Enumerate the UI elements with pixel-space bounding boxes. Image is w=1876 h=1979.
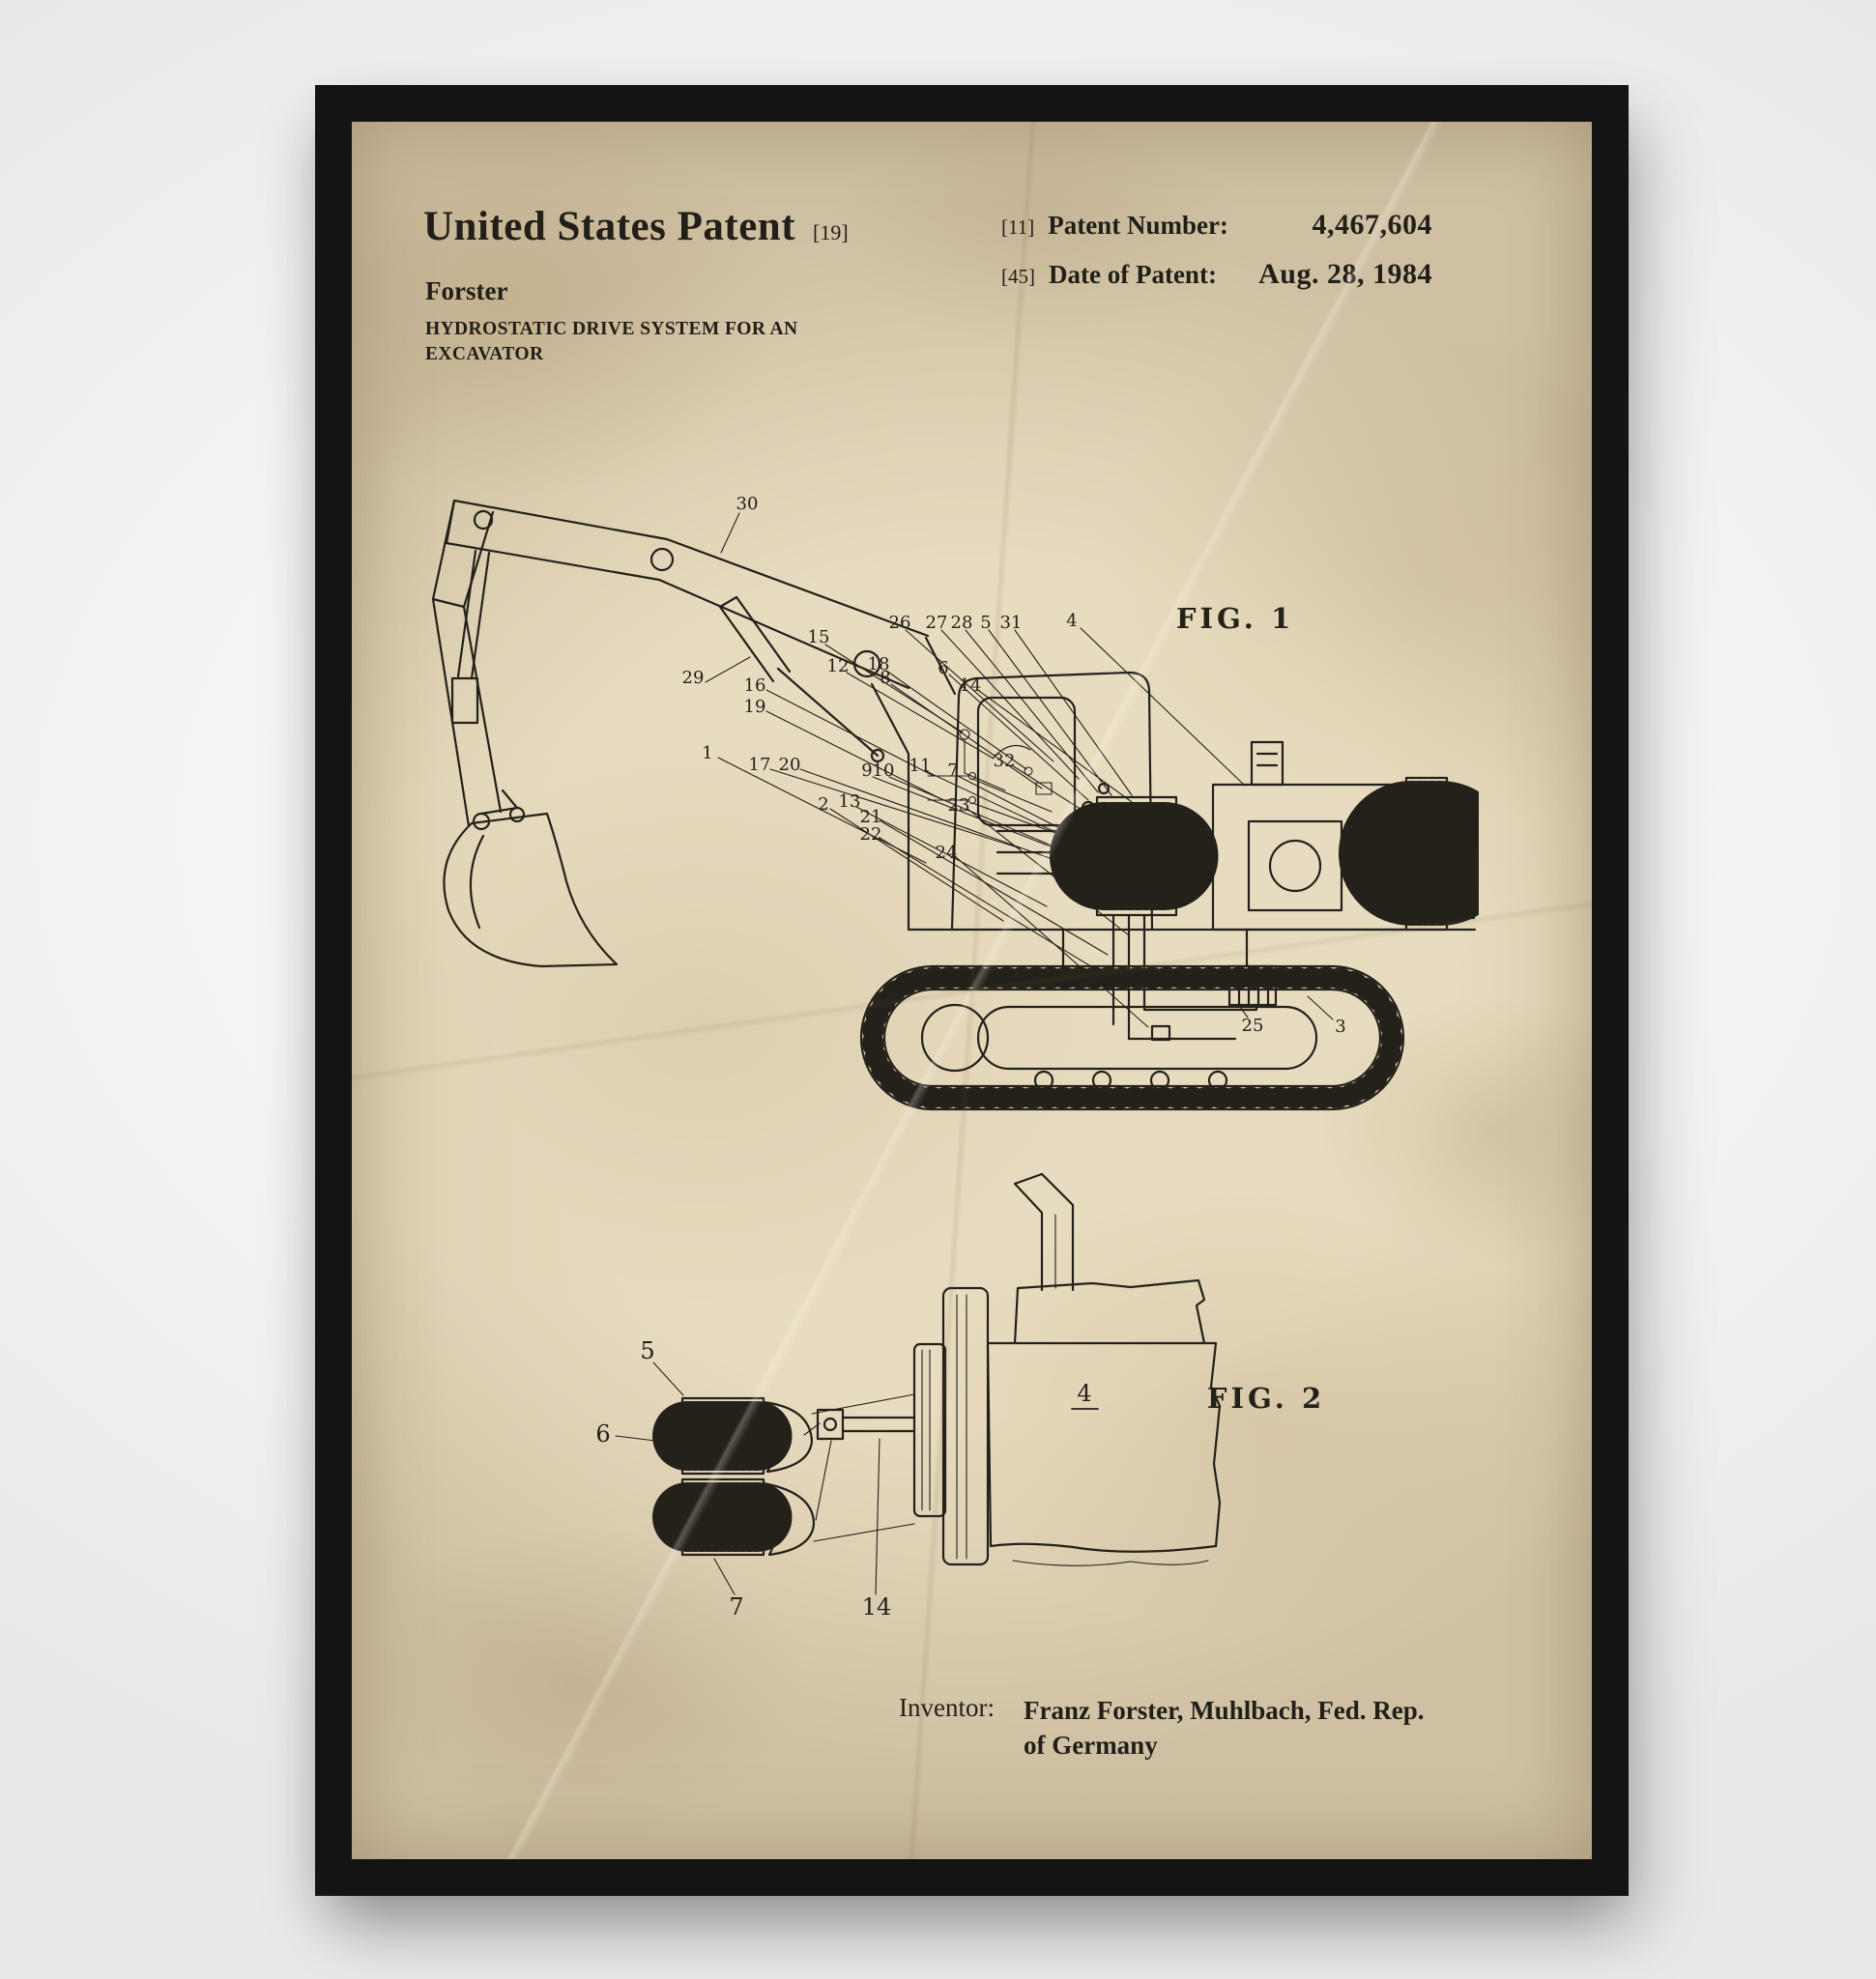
inventor-name: Franz Forster, (1024, 1696, 1183, 1725)
patent-date-code: [45] (1001, 265, 1035, 289)
fig2-part-label: 5 (640, 1337, 654, 1364)
picture-frame: United States Patent [19] Forster [11] P… (315, 85, 1629, 1896)
fig2-outline (682, 1174, 1220, 1564)
fig2-drive-unit-drawing: 5 6 4 7 14 FIG. 2 (590, 1155, 1343, 1648)
fig1-part-label: 12 (827, 656, 850, 676)
fig1-part-label: 15 (808, 627, 830, 647)
fig1-part-label: 10 (873, 760, 895, 781)
fig1-excavator-drawing: 30 29 15 12 18 26 27 28 5 31 4 16 19 8 6… (425, 483, 1479, 1121)
inventor-block: Inventor: Franz Forster, Muhlbach, Fed. … (899, 1693, 1424, 1763)
fig1-part-label: 16 (744, 675, 766, 696)
fig1-part-label: 19 (744, 697, 766, 717)
patent-number-code: [11] (1001, 215, 1034, 240)
fig1-part-label: 32 (994, 751, 1016, 771)
invention-title-line1: HYDROSTATIC DRIVE SYSTEM FOR AN (425, 317, 797, 342)
fig1-part-label: 30 (736, 494, 759, 514)
fig1-part-label: 20 (779, 755, 801, 775)
patent-date-value: Aug. 28, 1984 (1258, 258, 1432, 291)
fig1-part-label: 13 (839, 791, 861, 812)
fig1-part-label: 8 (880, 668, 890, 688)
patent-number-value: 4,467,604 (1313, 209, 1433, 242)
invention-title: HYDROSTATIC DRIVE SYSTEM FOR AN EXCAVATO… (425, 317, 797, 367)
fig1-part-label: 5 (980, 613, 991, 633)
fig1-part-label: 17 (749, 755, 771, 775)
fig1-part-label: 14 (960, 675, 982, 696)
fig1-caption: FIG. 1 (1176, 602, 1294, 635)
fig1-part-label: 1 (702, 743, 712, 763)
fig1-part-label: 4 (1066, 611, 1077, 631)
patent-number-row: [11] Patent Number: 4,467,604 (1001, 209, 1432, 242)
inventor-location-line2: of Germany (1024, 1731, 1158, 1760)
fig1-part-label: 25 (1242, 1016, 1264, 1036)
fig1-part-label: 7 (947, 760, 958, 781)
fig1-part-label: 27 (926, 613, 948, 633)
patent-header-left: United States Patent [19] (423, 203, 849, 250)
patent-header-right: [11] Patent Number: 4,467,604 [45] Date … (1001, 209, 1432, 291)
fig1-part-label: 22 (860, 824, 882, 845)
figure2: 5 6 4 7 14 FIG. 2 (590, 1155, 1343, 1652)
fig1-part-label: 3 (1335, 1017, 1345, 1037)
fig1-part-label: 26 (889, 613, 911, 633)
patent-number-label: Patent Number: (1048, 211, 1228, 241)
fig1-part-label: 11 (909, 756, 932, 776)
fig1-part-label: 2 (818, 794, 828, 815)
fig1-part-label: 28 (951, 613, 973, 633)
patent-title-code: [19] (813, 220, 849, 245)
inventor-value: Franz Forster, Muhlbach, Fed. Rep. of Ge… (1024, 1693, 1424, 1763)
inventor-line1: Franz Forster, Muhlbach, Fed. Rep. (1024, 1696, 1424, 1725)
fig1-part-label: 6 (938, 658, 948, 678)
fig1-part-label: 23 (948, 795, 970, 816)
fig1-part-label: 29 (682, 668, 705, 688)
fig1-part-label: 9 (861, 760, 872, 781)
patent-date-row: [45] Date of Patent: Aug. 28, 1984 (1001, 258, 1432, 291)
patent-author: Forster (425, 276, 507, 306)
fig2-part-label: 14 (862, 1593, 892, 1620)
patent-date-label: Date of Patent: (1049, 260, 1217, 290)
inventor-location: Muhlbach, Fed. Rep. (1190, 1696, 1424, 1725)
fig2-caption: FIG. 2 (1207, 1382, 1325, 1415)
inventor-label: Inventor: (899, 1693, 995, 1763)
fig1-part-label: 24 (936, 843, 958, 863)
fig1-part-label: 31 (1000, 613, 1023, 633)
patent-print-paper: United States Patent [19] Forster [11] P… (352, 122, 1592, 1859)
fig2-part-label: 7 (729, 1593, 743, 1620)
figure1: 30 29 15 12 18 26 27 28 5 31 4 16 19 8 6… (425, 483, 1479, 1126)
fig2-part-label: 6 (595, 1420, 610, 1448)
fig2-part-label: 4 (1077, 1380, 1091, 1407)
invention-title-line2: EXCAVATOR (425, 342, 797, 367)
patent-title: United States Patent (423, 203, 795, 250)
